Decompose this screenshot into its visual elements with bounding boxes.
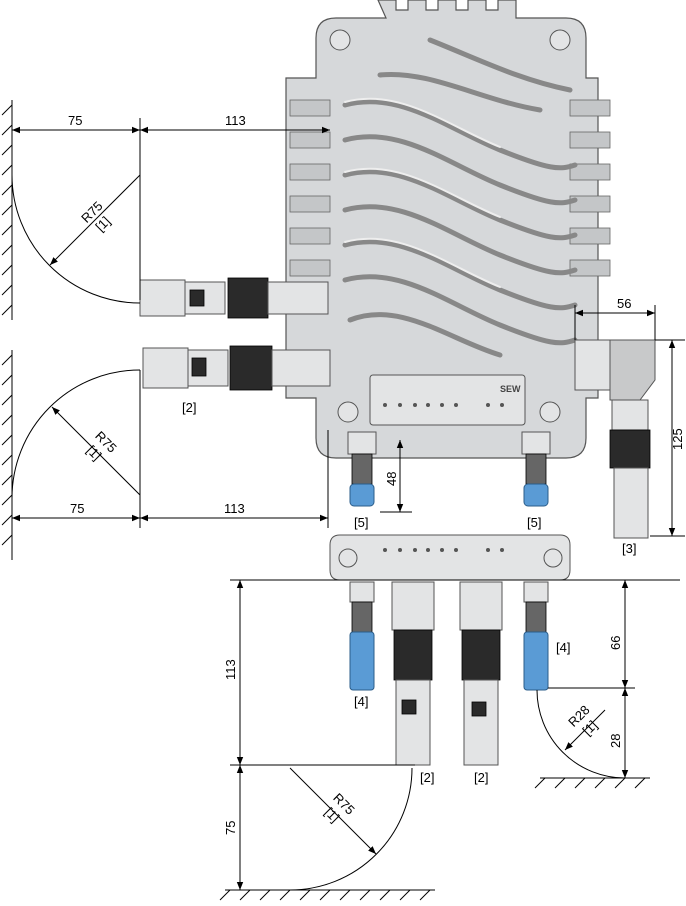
dim-wall-top: 75 bbox=[68, 113, 82, 128]
brand-logo: SEW bbox=[500, 384, 521, 394]
ref-4-right: [4] bbox=[556, 640, 570, 655]
ref-5-left: [5] bbox=[354, 515, 368, 530]
connector-5-right bbox=[521, 431, 551, 507]
dim-125: 125 bbox=[670, 428, 685, 450]
wall-top bbox=[1, 100, 13, 320]
bend-radius-arc-top bbox=[11, 174, 141, 304]
dim-66: 66 bbox=[608, 636, 623, 650]
connector-2-left bbox=[391, 581, 435, 766]
led-panel bbox=[369, 374, 526, 426]
mounting-bolts bbox=[329, 29, 571, 423]
dim-offset-bottom: 113 bbox=[224, 501, 245, 516]
inverter-housing: SEW bbox=[285, 0, 611, 459]
connector-5-left bbox=[347, 431, 377, 507]
housing-bottom-view bbox=[329, 534, 571, 581]
bend-radius-arc-large bbox=[289, 767, 413, 891]
status-leds bbox=[383, 403, 504, 407]
connector-3-angled bbox=[574, 339, 656, 539]
ref-5-right: [5] bbox=[527, 515, 541, 530]
heatsink-grooves bbox=[342, 37, 578, 358]
side-connector-top bbox=[139, 277, 329, 319]
side-connector-bottom bbox=[142, 345, 331, 391]
dim-56: 56 bbox=[617, 296, 631, 311]
connector-4-right bbox=[523, 581, 549, 691]
dim-wall-bottom: 75 bbox=[70, 501, 84, 516]
bend-radius-arc-small bbox=[536, 689, 626, 779]
bend-radius-arc-bottom bbox=[11, 369, 141, 499]
ref-2-left: [2] bbox=[420, 770, 434, 785]
cooling-fins bbox=[289, 99, 611, 277]
wall-bottom bbox=[1, 350, 13, 560]
ref-3: [3] bbox=[622, 541, 636, 556]
connector-2-right bbox=[459, 581, 503, 766]
ref-4-left: [4] bbox=[354, 694, 368, 709]
ref-2-right: [2] bbox=[474, 770, 488, 785]
dim-113-vertical: 113 bbox=[223, 659, 238, 680]
connector-4-left bbox=[349, 581, 375, 691]
dim-28: 28 bbox=[608, 734, 623, 748]
ground-small bbox=[534, 777, 650, 789]
dim-75-vertical: 75 bbox=[223, 821, 238, 835]
dim-offset-top: 113 bbox=[225, 113, 246, 128]
dim-48: 48 bbox=[384, 472, 399, 486]
connector-ref-side: [2] bbox=[182, 400, 196, 415]
ground-large bbox=[219, 889, 435, 901]
